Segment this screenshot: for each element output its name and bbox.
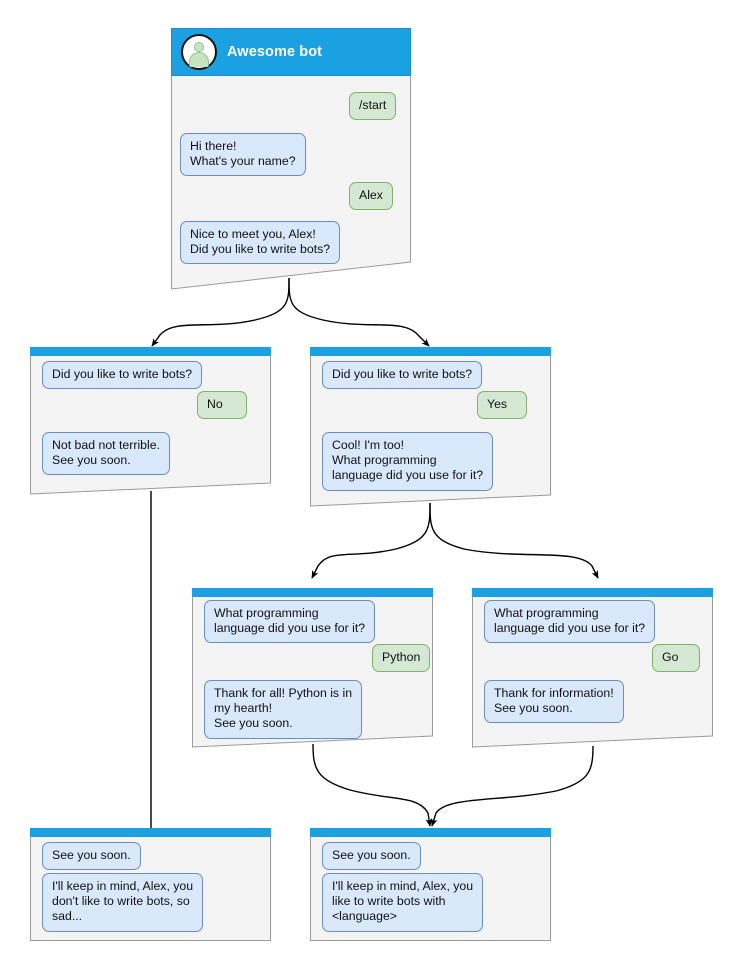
message-bubble-bot: Thank for information! See you soon. xyxy=(484,680,624,724)
python-branch-chat-window[interactable]: What programming language did you use fo… xyxy=(192,588,433,748)
message-bubble-bot: Did you like to write bots? xyxy=(322,361,483,390)
message-bubble-bot: I'll keep in mind, Alex, you don't like … xyxy=(42,873,204,932)
end-happy-chat-window[interactable]: See you soon. I'll keep in mind, Alex, y… xyxy=(310,828,551,941)
no-branch-header-bar xyxy=(30,347,271,356)
message-bubble-bot: Did you like to write bots? xyxy=(42,361,203,390)
end-sad-chat-window[interactable]: See you soon. I'll keep in mind, Alex, y… xyxy=(30,828,271,941)
yes-branch-chat-window[interactable]: Did you like to write bots? Yes Cool! I'… xyxy=(310,347,551,507)
message-bubble-bot: See you soon. xyxy=(42,842,141,871)
yes-branch-header-bar xyxy=(310,347,551,356)
bot-name-label: Awesome bot xyxy=(227,44,323,60)
message-bubble-bot: See you soon. xyxy=(322,842,421,871)
message-bubble-bot: Not bad not terrible. See you soon. xyxy=(42,432,171,476)
message-bubble-bot: Thank for all! Python is in my hearth! S… xyxy=(204,680,363,739)
message-bubble-user: Yes xyxy=(477,391,527,420)
go-branch-header-bar xyxy=(472,588,713,597)
message-bubble-bot: I'll keep in mind, Alex, you like to wri… xyxy=(322,873,484,932)
message-bubble-bot: What programming language did you use fo… xyxy=(204,600,376,644)
message-bubble-bot: What programming language did you use fo… xyxy=(484,600,656,644)
root-chat-window[interactable]: Awesome bot /start Hi there! What's your… xyxy=(171,28,411,290)
edge-yes-to-python xyxy=(311,502,431,579)
message-bubble-user: Go xyxy=(652,644,700,673)
edge-python-to-end-happy xyxy=(312,743,433,827)
message-bubble-bot: Cool! I'm too! What programming language… xyxy=(322,432,494,491)
no-branch-chat-window[interactable]: Did you like to write bots? No Not bad n… xyxy=(30,347,271,495)
end-sad-header-bar xyxy=(30,828,271,837)
edge-go-to-end-happy xyxy=(430,745,594,827)
message-bubble-user: No xyxy=(197,391,247,420)
end-happy-header-bar xyxy=(310,828,551,837)
message-bubble-bot: Hi there! What's your name? xyxy=(180,133,306,177)
message-bubble-user: /start xyxy=(349,92,397,121)
message-bubble-user: Alex xyxy=(349,182,393,211)
message-bubble-user: Python xyxy=(372,644,431,673)
go-branch-chat-window[interactable]: What programming language did you use fo… xyxy=(472,588,713,748)
edge-yes-to-go xyxy=(429,502,599,579)
person-avatar-icon xyxy=(181,34,217,70)
python-branch-header-bar xyxy=(192,588,433,597)
message-bubble-bot: Nice to meet you, Alex! Did you like to … xyxy=(180,221,341,265)
